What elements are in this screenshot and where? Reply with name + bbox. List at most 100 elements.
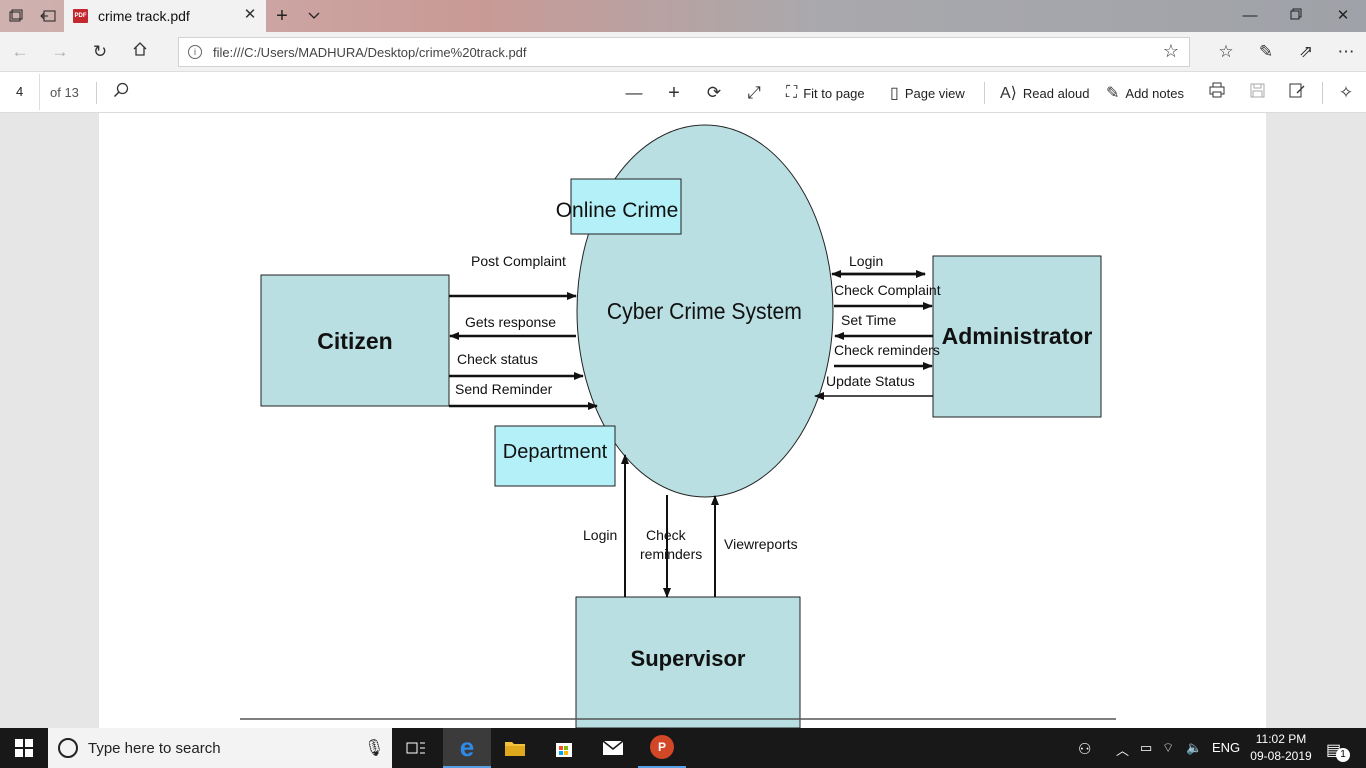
chevron-down-icon[interactable] [304,6,324,26]
citizen-label: Citizen [317,328,392,354]
department-box [494,425,616,487]
new-tab-icon[interactable]: + [276,4,288,27]
task-view-icon[interactable] [392,728,440,768]
login-admin-label: Login [849,253,883,269]
read-aloud-icon: A⟩ [1000,85,1017,102]
forward-icon[interactable]: → [51,42,69,61]
file-explorer-icon[interactable] [491,728,539,768]
print-icon[interactable] [1205,82,1229,104]
network-icon[interactable]: ⌔ [1162,740,1175,755]
gets-response-label: Gets response [465,314,556,330]
navigation-bar: ← → ↻ i file:///C:/Users/MADHURA/Desktop… [0,32,1366,72]
cyber-crime-system-label: Cyber Crime System [607,298,802,324]
check-status-label: Check status [457,351,538,367]
show-hidden-icons-icon[interactable]: ︿ [1116,743,1130,758]
clock-time: 11:02 PM [1255,732,1307,746]
citizen-box [260,274,450,407]
set-tabs-aside-icon[interactable] [38,6,58,26]
url-text: file:///C:/Users/MADHURA/Desktop/crime%2… [213,45,527,60]
title-bar: PDF crime track.pdf ✕ + — ✕ [0,0,1366,32]
online-crime-box [570,178,682,235]
language-indicator[interactable]: ENG [1212,740,1241,755]
people-icon[interactable]: ⚇ [1078,741,1092,758]
pin-toolbar-icon[interactable]: ✧ [1338,83,1354,102]
save-icon[interactable] [1245,82,1269,104]
set-time-label: Set Time [841,312,896,328]
tab-title: crime track.pdf [98,8,190,24]
view-reports-label: Viewreports [724,536,798,552]
administrator-label: Administrator [942,323,1093,349]
tab-crime-track[interactable]: PDF crime track.pdf ✕ [64,0,266,32]
taskbar-search[interactable]: Type here to search 🎙 [48,728,392,768]
info-icon[interactable]: i [188,45,202,59]
toolbar-divider [96,82,97,104]
close-window-icon[interactable]: ✕ [1336,7,1350,24]
pdf-file-icon: PDF [73,9,88,23]
mail-icon[interactable] [589,728,637,768]
cortana-icon [58,738,78,758]
more-icon[interactable]: ⋯ [1337,42,1355,61]
notification-badge: 1 [1336,748,1350,762]
taskbar: Type here to search 🎙 e P ⚇ ︿ ▭ ⌔ 🔈 ENG … [0,728,1366,768]
add-notes-icon: ✎ [1106,85,1120,102]
address-bar[interactable]: i file:///C:/Users/MADHURA/Desktop/crime… [178,37,1190,67]
edge-taskbar-icon[interactable]: e [443,728,491,768]
start-button[interactable] [0,728,48,768]
supervisor-label: Supervisor [631,646,746,671]
favorites-icon[interactable]: ☆ [1218,42,1234,61]
back-icon[interactable]: ← [11,42,29,61]
fullscreen-icon[interactable]: ⤢ [747,83,761,102]
page-total: of 13 [50,85,79,100]
search-placeholder: Type here to search [88,740,221,757]
clock-date: 09-08-2019 [1250,749,1312,763]
restore-icon[interactable] [1273,2,1319,30]
pdf-toolbar: 4 of 13 — + ⟳ ⤢ ⛶ Fit to page ▯ Page vie… [0,72,1366,113]
update-status-label: Update Status [826,373,915,389]
battery-icon[interactable]: ▭ [1140,740,1153,755]
page-view-button[interactable]: ▯ Page view [890,82,965,104]
page-number-input[interactable]: 4 [0,74,40,110]
toolbar-divider [1322,82,1323,104]
rotate-icon[interactable]: ⟳ [706,83,722,102]
save-as-icon[interactable] [1285,82,1309,104]
tab-actions-icon[interactable] [6,6,26,26]
volume-icon[interactable]: 🔈 [1186,740,1203,755]
page-view-icon: ▯ [890,85,899,102]
send-reminder-label: Send Reminder [455,381,553,397]
page-view-label: Page view [904,85,965,101]
close-tab-icon[interactable]: ✕ [243,6,257,23]
fit-page-icon: ⛶ [786,84,798,101]
read-aloud-label: Read aloud [1022,85,1090,101]
zoom-in-icon[interactable]: + [668,82,680,104]
administrator-box [932,255,1102,418]
check-reminders-label: Check reminders [834,342,940,358]
home-icon[interactable] [128,40,152,64]
zoom-out-icon[interactable]: — [625,83,643,102]
post-complaint-label: Post Complaint [471,253,566,269]
department-label: Department [503,441,608,463]
microphone-icon[interactable]: 🎙 [364,740,385,757]
online-crime-label: Online Crime [556,199,679,222]
check-complaint-label: Check Complaint [834,282,941,298]
clock[interactable]: 11:02 PM 09-08-2019 [1250,732,1312,763]
pen-notes-icon[interactable]: ✎ [1258,42,1274,61]
refresh-icon[interactable]: ↻ [92,42,108,61]
login-supervisor-label: Login [583,527,617,543]
store-icon[interactable] [540,728,588,768]
check-line2-label: reminders [640,546,702,562]
powerpoint-icon[interactable]: P [638,728,686,768]
minimize-icon[interactable]: — [1242,7,1258,24]
add-notes-label: Add notes [1125,85,1184,101]
share-icon[interactable]: ⇗ [1298,42,1314,61]
fit-to-page-label: Fit to page [803,85,865,101]
pdf-viewer[interactable]: Cyber Crime System Online Crime Departme… [0,113,1366,728]
favorite-star-icon[interactable]: ☆ [1162,41,1179,61]
search-icon[interactable] [109,82,133,104]
read-aloud-button[interactable]: A⟩ Read aloud [1000,82,1089,104]
toolbar-divider [984,82,985,104]
supervisor-box [575,596,801,728]
fit-to-page-button[interactable]: ⛶ Fit to page [786,82,865,104]
data-flow-diagram: Cyber Crime System Online Crime Departme… [240,124,1116,728]
add-notes-button[interactable]: ✎ Add notes [1106,82,1184,104]
check-line1-label: Check [646,527,687,543]
